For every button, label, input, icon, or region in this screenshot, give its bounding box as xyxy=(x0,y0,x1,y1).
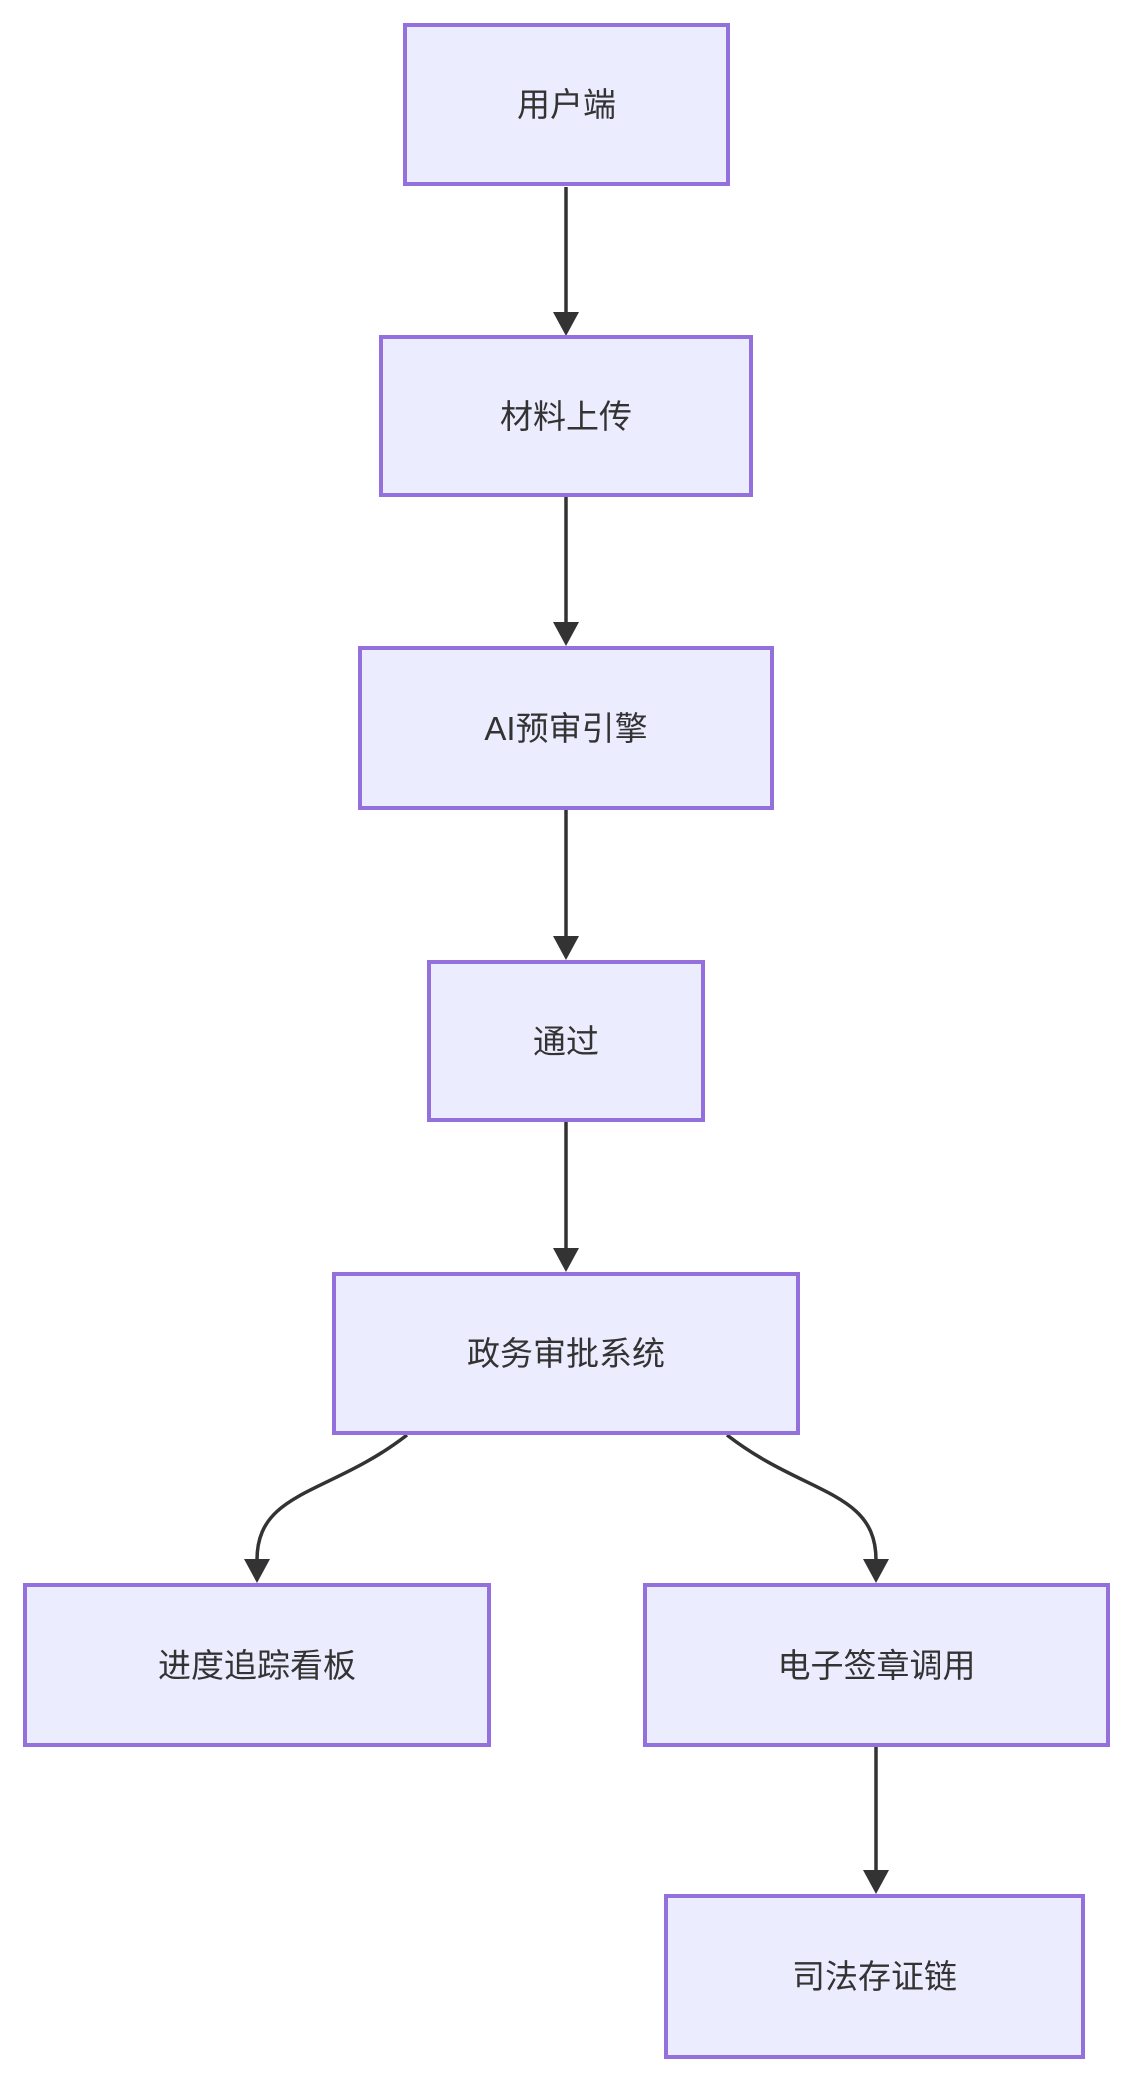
node-label: 电子签章调用 xyxy=(777,1646,976,1684)
arrowhead-icon xyxy=(244,1559,270,1583)
node-progress-dashboard: 进度追踪看板 xyxy=(23,1583,491,1747)
node-label: 进度追踪看板 xyxy=(158,1646,356,1684)
node-esignature-call: 电子签章调用 xyxy=(643,1583,1110,1747)
arrowhead-icon xyxy=(553,312,579,336)
node-label: 司法存证链 xyxy=(792,1958,957,1995)
node-label: 用户端 xyxy=(517,86,616,123)
edge-gov-to-esign xyxy=(725,1433,878,1561)
node-user-client: 用户端 xyxy=(403,23,730,186)
node-label: AI预审引擎 xyxy=(484,709,648,747)
node-label: 政务审批系统 xyxy=(467,1335,665,1372)
arrowhead-icon xyxy=(553,1248,579,1272)
node-label: 通过 xyxy=(533,1022,599,1060)
node-gov-approval-system: 政务审批系统 xyxy=(332,1272,800,1435)
node-material-upload: 材料上传 xyxy=(379,335,753,497)
node-judicial-chain: 司法存证链 xyxy=(664,1894,1085,2059)
arrowhead-icon xyxy=(553,936,579,960)
edge-gov-to-progress xyxy=(255,1433,409,1561)
arrowhead-icon xyxy=(863,1870,889,1894)
node-ai-review-engine: AI预审引擎 xyxy=(358,646,774,810)
node-pass: 通过 xyxy=(427,960,705,1122)
arrowhead-icon xyxy=(553,622,579,646)
arrowhead-icon xyxy=(863,1559,889,1583)
node-label: 材料上传 xyxy=(500,397,632,435)
